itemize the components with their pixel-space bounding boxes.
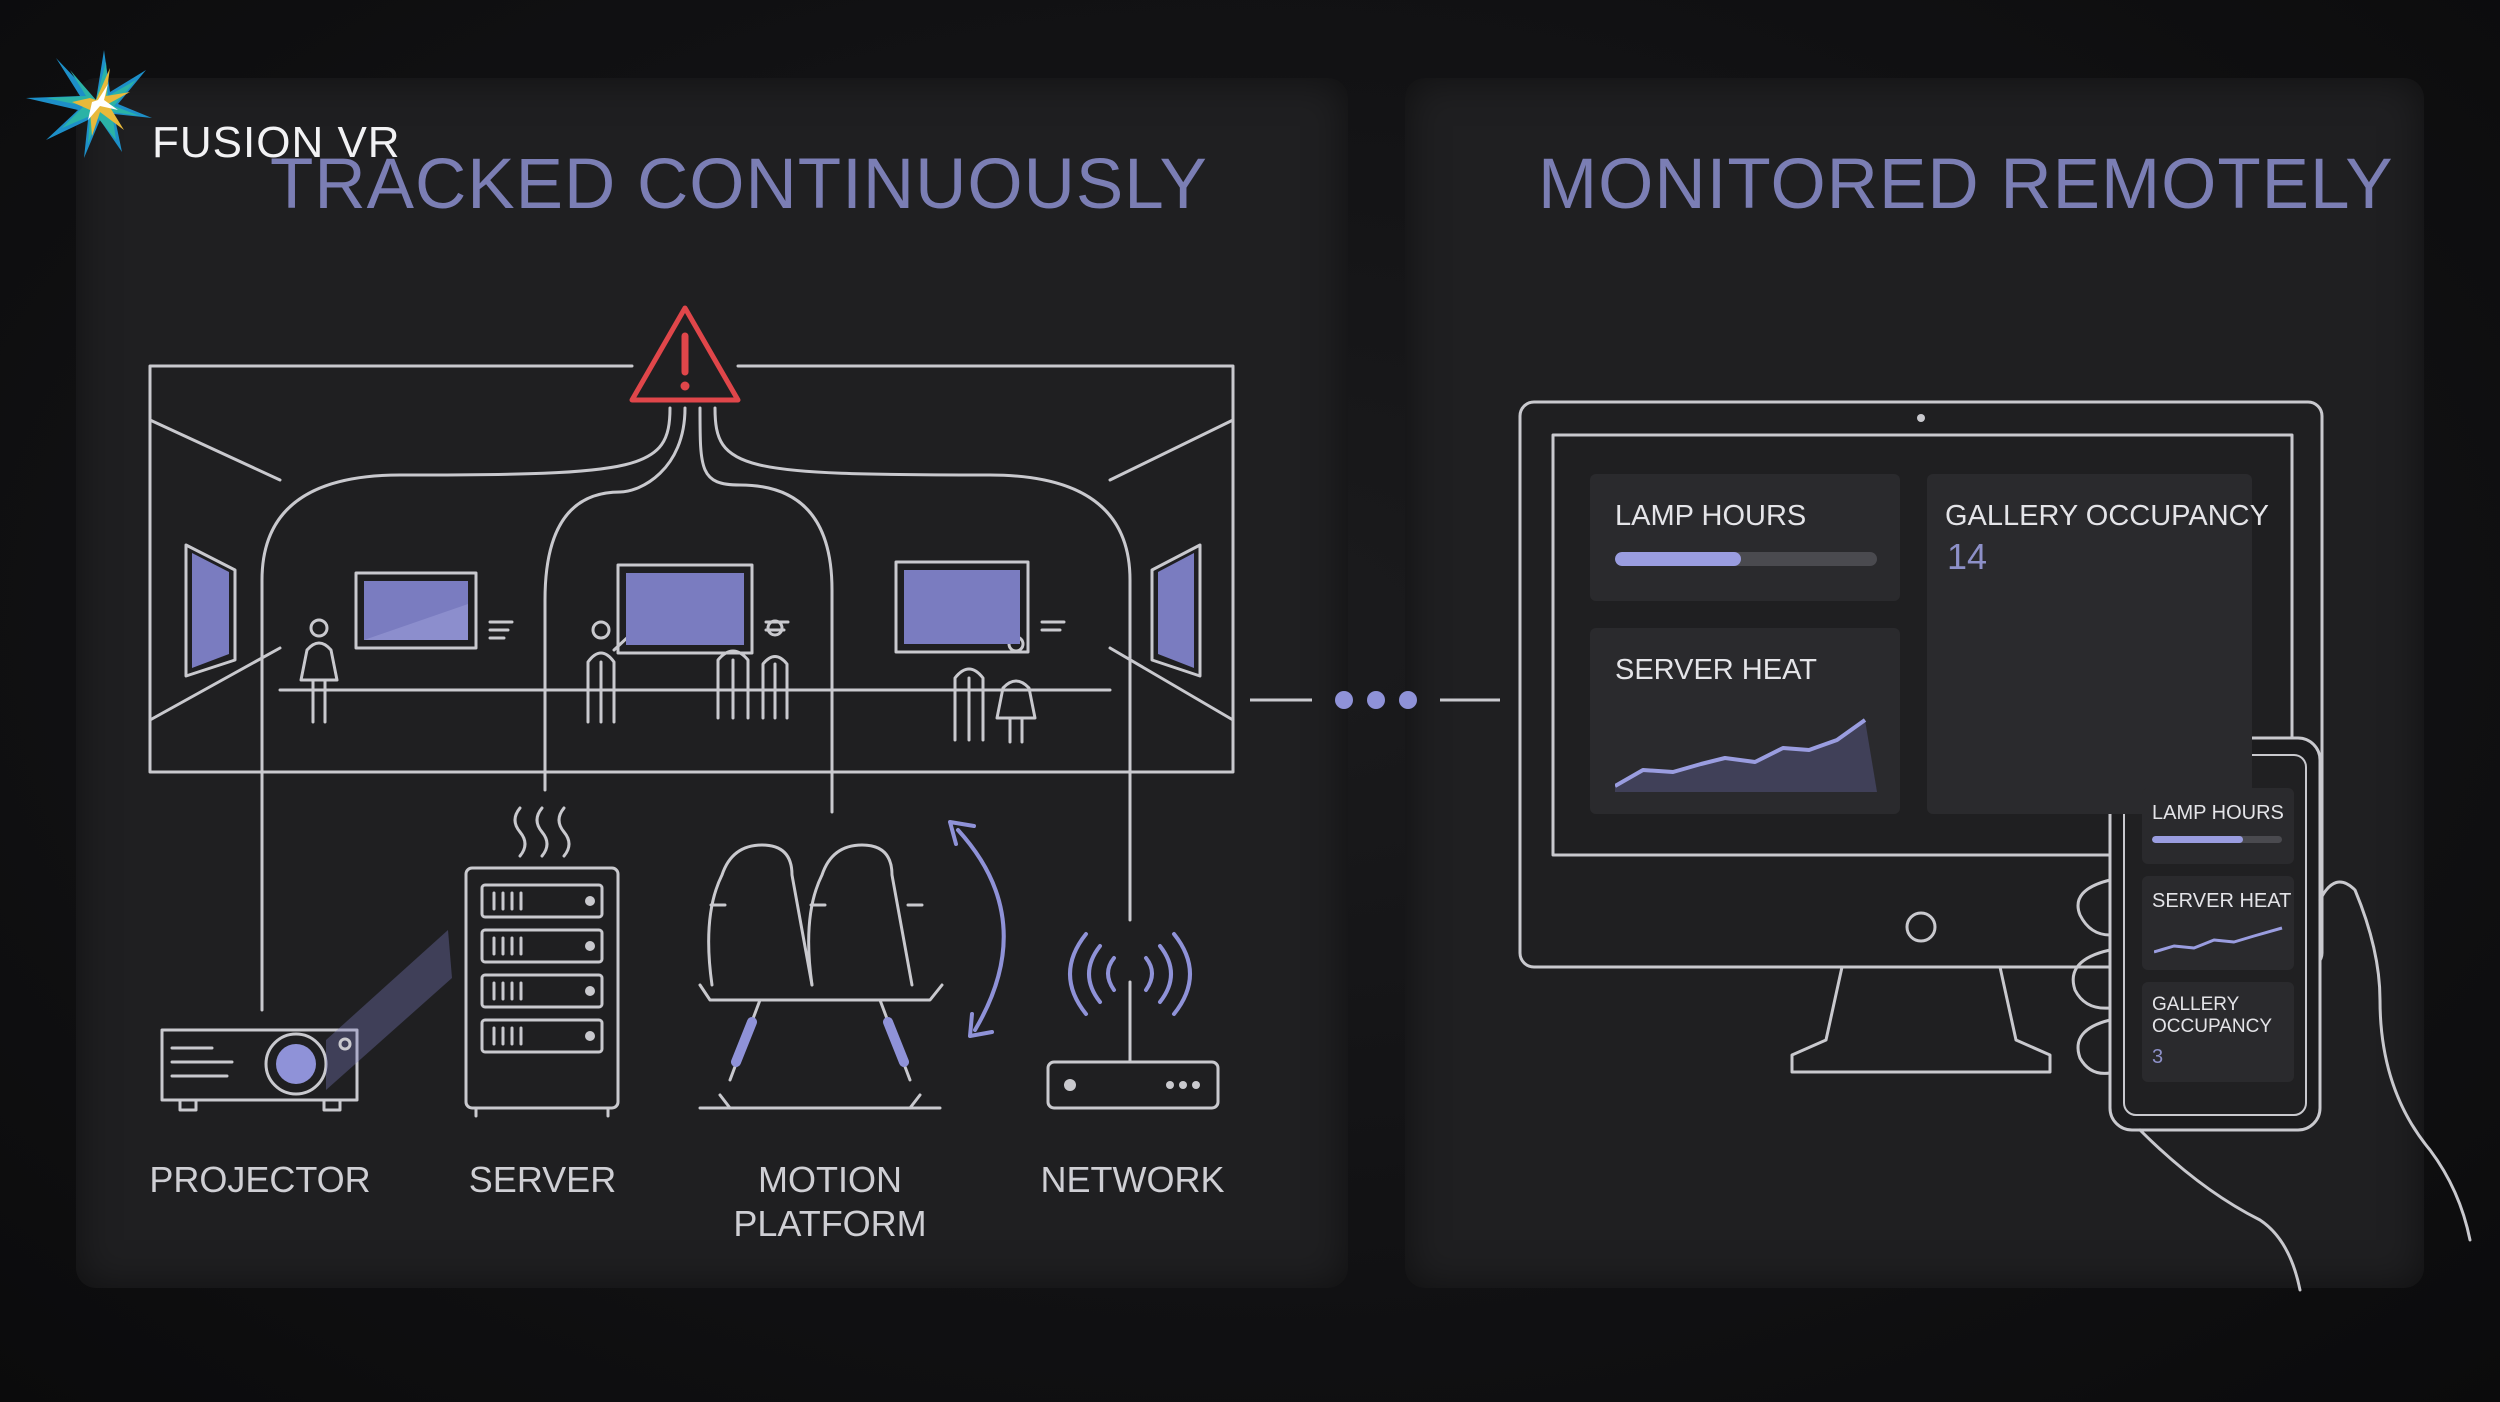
screen-fills — [192, 553, 1194, 668]
lamp-hours-bar — [1615, 552, 1877, 566]
alert-icon — [629, 305, 741, 403]
phone-server-heat-card[interactable]: SERVER HEAT — [2142, 876, 2294, 970]
lamp-hours-bar-fill — [1615, 552, 1741, 566]
phone-gallery-occupancy-card[interactable]: GALLERY OCCUPANCY 3 — [2142, 982, 2294, 1082]
server-label: SERVER — [468, 1159, 617, 1200]
tracking-lines — [260, 406, 1132, 1012]
server-icon — [464, 806, 620, 1118]
tracked-panel — [76, 78, 1348, 1288]
projector-label: PROJECTOR — [149, 1159, 371, 1200]
router-leds — [1064, 1079, 1200, 1091]
phone-lamp-hours-title: LAMP HOURS — [2152, 802, 2284, 824]
gallery-occupancy-value: 14 — [1947, 536, 1988, 577]
projector-lens — [276, 1044, 316, 1084]
server-heat-sparkline — [1615, 718, 1877, 792]
projector-beam — [326, 930, 452, 1090]
phone-lamp-hours-card[interactable]: LAMP HOURS — [2142, 788, 2294, 864]
tracked-heading: TRACKED CONTINUOUSLY — [270, 145, 1208, 224]
brand-logo: FUSION VR — [26, 40, 426, 167]
starburst-logo-icon — [26, 50, 152, 158]
desktop-server-heat-card[interactable]: SERVER HEAT — [1590, 628, 1900, 814]
hydraulic-legs — [731, 1017, 909, 1067]
hand-icon — [2071, 878, 2472, 1292]
wifi-icon — [1068, 932, 1192, 1016]
phone-lamp-hours-bar — [2152, 836, 2282, 843]
phone-gallery-occupancy-title: GALLERY OCCUPANCY — [2152, 994, 2272, 1037]
network-icon — [1046, 980, 1220, 1110]
lamp-hours-title: LAMP HOURS — [1615, 500, 1807, 532]
phone-lamp-hours-bar-fill — [2152, 836, 2243, 843]
gallery-occupancy-title: GALLERY OCCUPANCY — [1945, 500, 2269, 532]
network-label: NETWORK — [1040, 1159, 1225, 1200]
projector-icon — [160, 1028, 359, 1112]
gallery-room — [148, 364, 1235, 774]
phone-server-heat-title: SERVER HEAT — [2152, 890, 2292, 912]
motion-platform-label: MOTION PLATFORM — [733, 1159, 927, 1244]
desktop-lamp-hours-card[interactable]: LAMP HOURS — [1590, 474, 1900, 601]
server-leds — [585, 896, 595, 1041]
desktop-monitor — [1518, 400, 2324, 1074]
desktop-gallery-occupancy-card[interactable]: GALLERY OCCUPANCY 14 — [1927, 474, 2269, 814]
motion-platform-icon — [698, 843, 944, 1110]
motion-arrow-icon — [948, 820, 1006, 1038]
brand-name: FUSION VR — [152, 118, 401, 167]
monitored-heading: MONITORED REMOTELY — [1538, 145, 2394, 224]
phone-gallery-occupancy-value: 3 — [2152, 1046, 2164, 1068]
connector — [1250, 691, 1500, 709]
server-heat-title: SERVER HEAT — [1615, 654, 1817, 686]
phone-server-heat-sparkline — [2154, 926, 2283, 954]
